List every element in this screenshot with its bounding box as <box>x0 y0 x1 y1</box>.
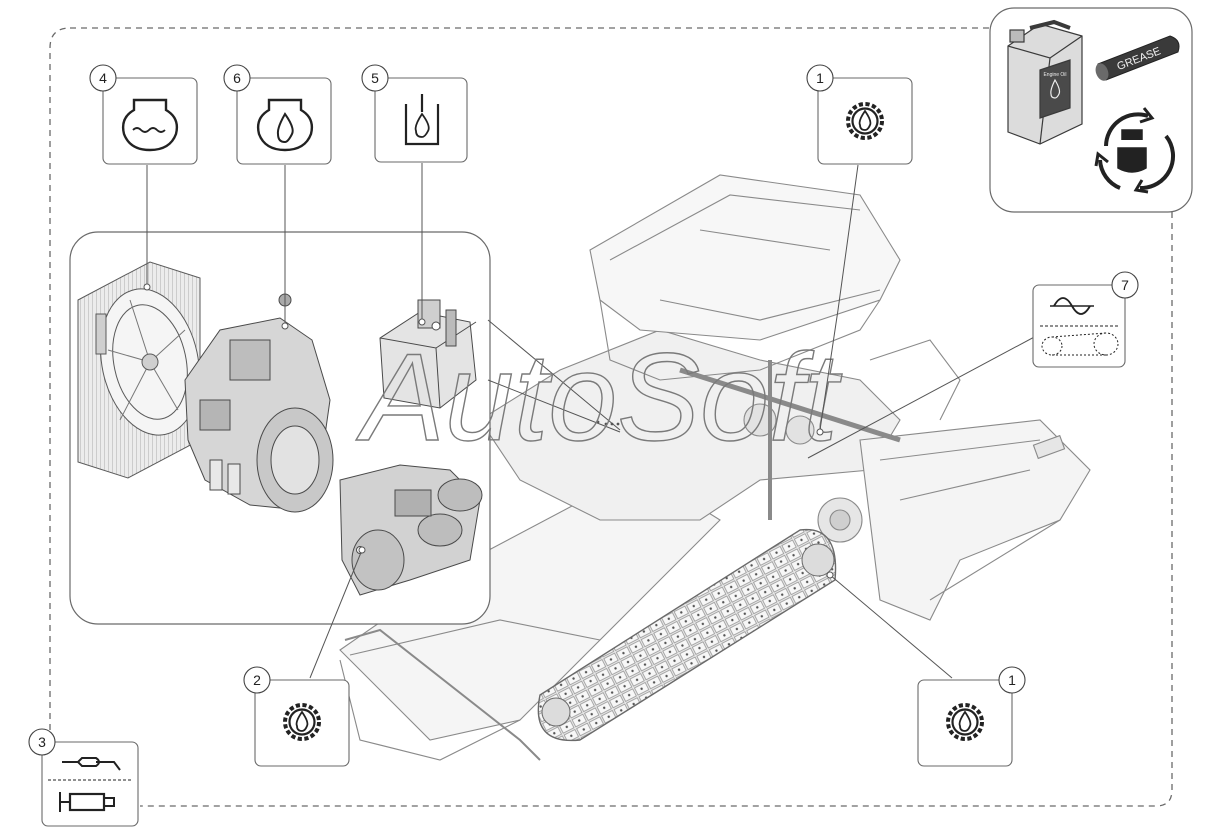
callout-number: 1 <box>1008 672 1016 688</box>
engine-component <box>184 293 334 513</box>
leader-7 <box>807 334 1039 459</box>
callout-6: 6 <box>223 64 332 165</box>
replace-cycle-icon <box>1094 107 1176 194</box>
vibration-belt-drive-icon <box>1040 297 1119 356</box>
dashed-boundary <box>49 27 1173 807</box>
crawler-track <box>537 528 837 742</box>
callout-number: 6 <box>233 70 241 86</box>
engine-oil-icon <box>256 98 314 152</box>
gear-oil-icon <box>283 703 321 741</box>
callout-7: 7 <box>1032 271 1139 368</box>
group-box-leader-upper <box>487 319 621 431</box>
engine-coolant-icon <box>121 98 179 152</box>
hydraulic-tank-component <box>379 299 477 409</box>
callout-1-bottom: 1 <box>917 666 1026 767</box>
pump-distribution-gearbox-component <box>339 464 483 596</box>
consumables-box: Engine Oil GREASE <box>989 7 1193 213</box>
callout-1-top: 1 <box>806 64 913 165</box>
callout-number: 5 <box>371 70 379 86</box>
connection-dots <box>596 420 620 426</box>
callout-number: 4 <box>99 70 107 86</box>
callout-2: 2 <box>243 666 350 767</box>
leader-2 <box>309 549 363 679</box>
callout-number: 1 <box>816 70 824 86</box>
callout-3: 3 <box>28 728 139 827</box>
callout-number: 3 <box>38 734 46 750</box>
watermark-text: AutoSoft <box>355 329 842 467</box>
leader-lines <box>146 163 1039 679</box>
leader-1-top <box>819 164 859 431</box>
leader-1-bottom <box>829 574 953 679</box>
callout-5: 5 <box>361 64 468 163</box>
radiator-fan-component <box>77 261 201 479</box>
callout-4: 4 <box>89 64 198 165</box>
gear-oil-icon <box>946 703 984 741</box>
oil-can-icon: Engine Oil <box>1007 19 1083 145</box>
callout-number: 2 <box>253 672 261 688</box>
asphalt-paver-machine <box>339 174 1091 761</box>
oil-can-label: Engine Oil <box>1043 72 1066 78</box>
gear-oil-icon <box>846 102 884 140</box>
hydraulic-tank-oil-icon <box>404 94 440 146</box>
callout-number: 7 <box>1121 277 1129 293</box>
grease-gun-icon <box>48 757 132 812</box>
leader-endpoints <box>143 283 834 579</box>
